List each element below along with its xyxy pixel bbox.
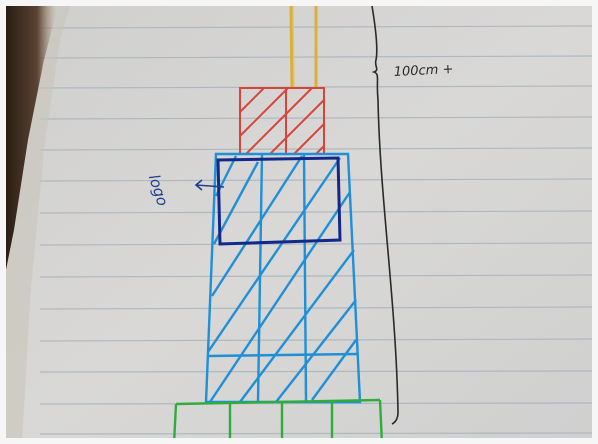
height-label: 100cm + — [393, 62, 453, 80]
